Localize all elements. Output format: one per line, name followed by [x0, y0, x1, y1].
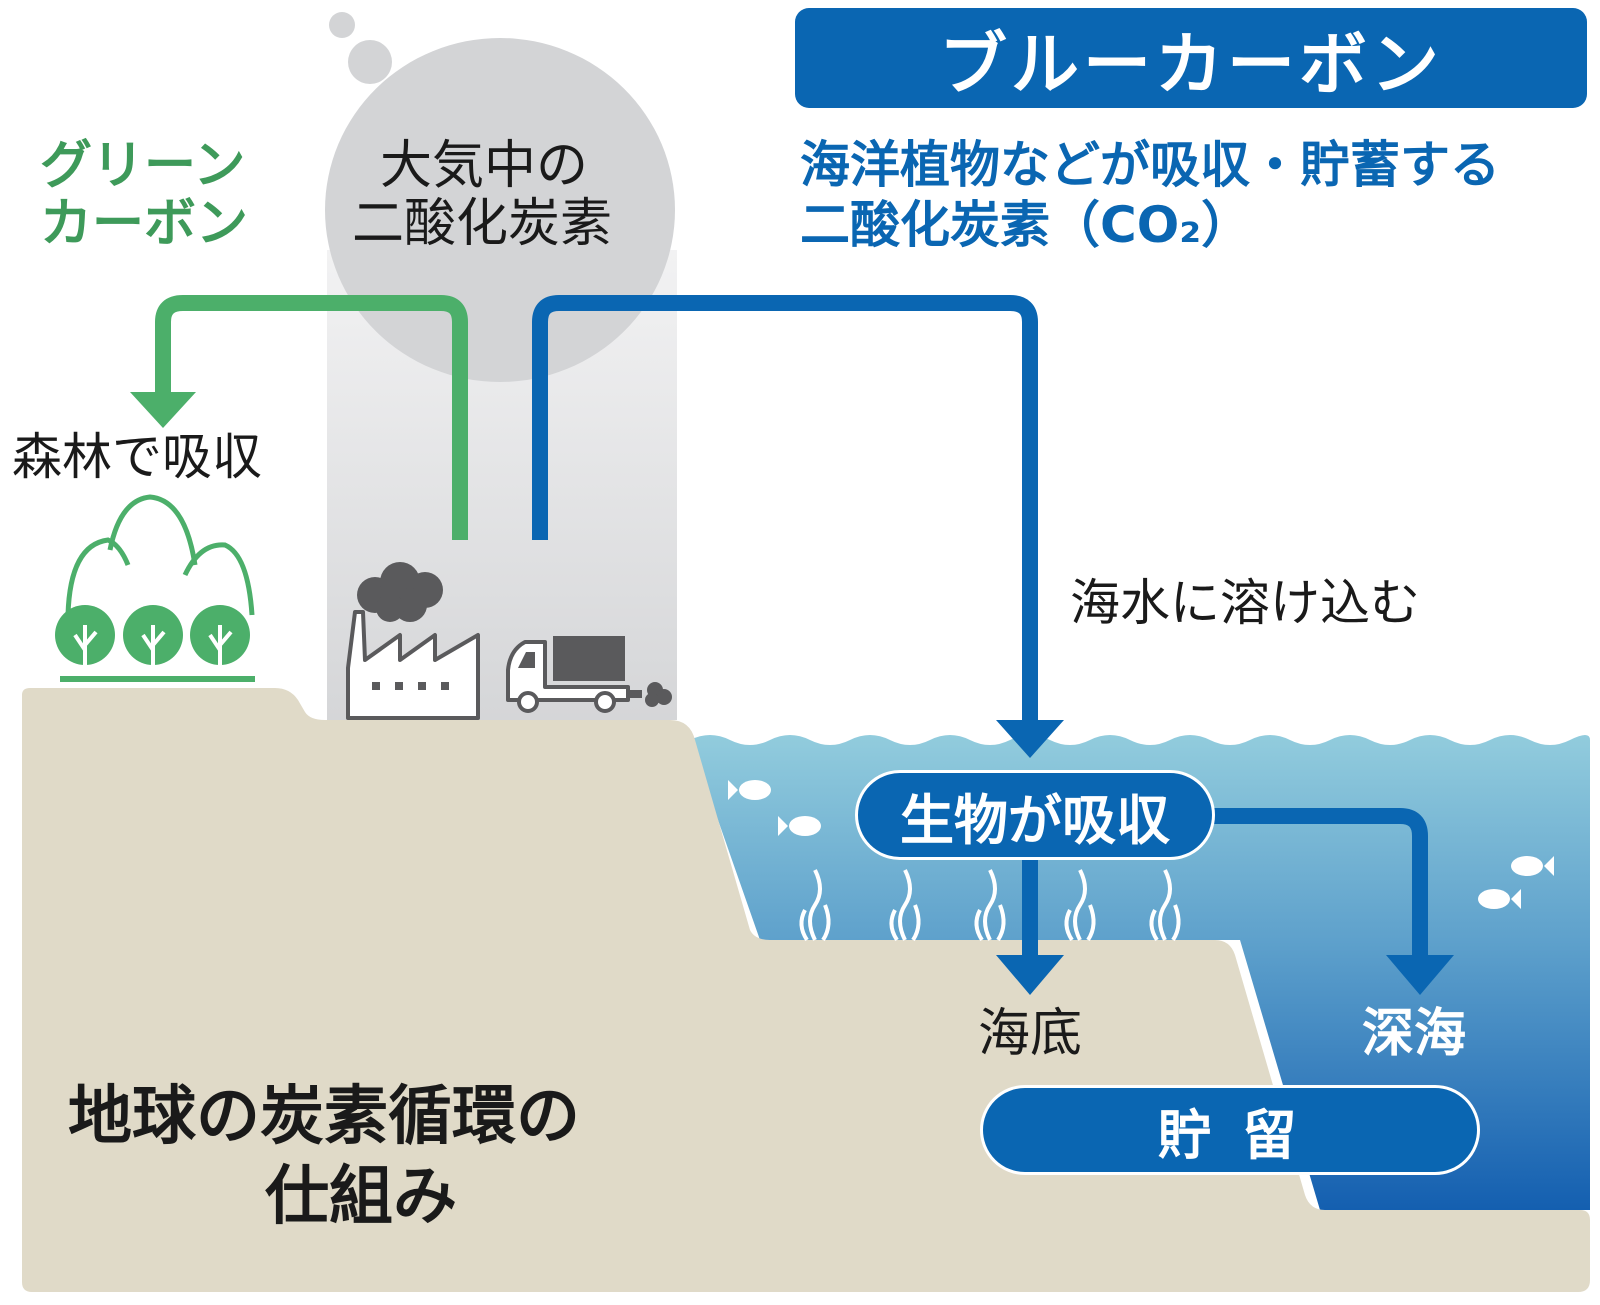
- blue-carbon-arrow: [532, 295, 1038, 722]
- bubble-medium: [348, 40, 392, 84]
- fish-icon: [728, 780, 1554, 909]
- organism-absorb-pill: 生物が吸収: [855, 770, 1215, 860]
- seaweed-icon: [799, 869, 1181, 942]
- blue-carbon-subtitle-line1: 海洋植物などが吸収・貯蓄する: [800, 136, 1500, 194]
- forest-absorb-label: 森林で吸収: [12, 428, 262, 486]
- green-carbon-arrow: [155, 295, 468, 540]
- storage-pill: 貯 留: [980, 1085, 1480, 1175]
- atmosphere-label-line1: 大気中の: [380, 136, 589, 196]
- trees: [55, 605, 255, 682]
- deep-sea-arrow: [1200, 808, 1428, 960]
- blue-carbon-title-box: ブルーカーボン: [795, 8, 1587, 108]
- truck-icon: [506, 636, 672, 713]
- organism-absorb-label: 生物が吸収: [900, 788, 1170, 852]
- atmosphere-label-line2: 二酸化炭素: [352, 194, 613, 254]
- storage-label: 貯 留: [1157, 1103, 1303, 1167]
- blue-carbon-title: ブルーカーボン: [938, 25, 1443, 105]
- deep-sea-label: 深海: [1362, 1004, 1467, 1064]
- seabed-label: 海底: [978, 1004, 1083, 1064]
- diagram-title-line2: 仕組み: [265, 1160, 457, 1234]
- seabed-arrow-shaft: [1022, 860, 1038, 960]
- arrow-down-icon: [996, 955, 1064, 995]
- bubble-small: [329, 12, 355, 38]
- forest-icon: [65, 494, 255, 616]
- arrow-down-icon: [996, 720, 1064, 758]
- green-carbon-label-line2: カーボン: [40, 194, 249, 254]
- arrow-down-icon: [1386, 955, 1454, 995]
- green-carbon-label-line1: グリーン: [40, 136, 246, 196]
- factory-icon: [346, 562, 480, 720]
- arrow-down-icon: [130, 392, 196, 428]
- diagram-title-line1: 地球の炭素循環の: [68, 1080, 580, 1154]
- dissolve-label: 海水に溶け込む: [1070, 574, 1420, 632]
- blue-carbon-subtitle-line2: 二酸化炭素（CO₂）: [800, 196, 1252, 254]
